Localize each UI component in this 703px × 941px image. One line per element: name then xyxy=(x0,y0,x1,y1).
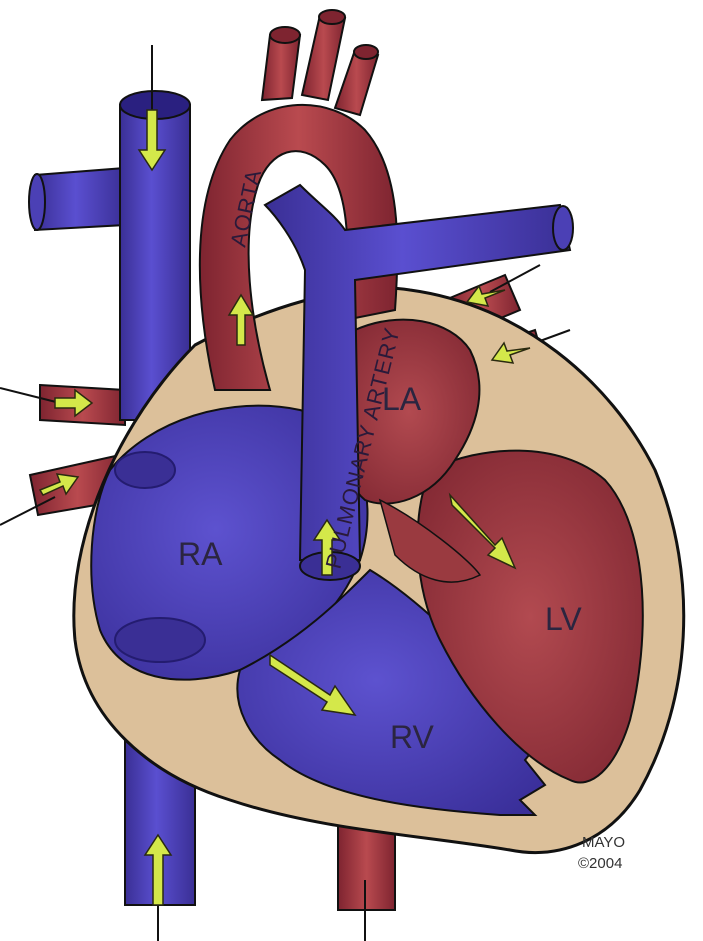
pulm-vein-arrow-2 xyxy=(38,473,80,496)
ivc-flow-arrow xyxy=(143,833,173,906)
pulm-artery-flow-arrow xyxy=(312,518,342,576)
la-label: LA xyxy=(382,381,422,417)
svc-flow-arrow xyxy=(137,109,167,172)
svc-opening xyxy=(114,451,176,489)
superior-vena-cava xyxy=(28,45,191,421)
credit-line-1: MAYO xyxy=(582,834,625,851)
ra-label: RA xyxy=(178,536,223,572)
pulm-vein-arrow-1 xyxy=(54,388,94,418)
rv-label: RV xyxy=(390,719,435,755)
ivc-opening xyxy=(114,617,206,663)
pulmonary-artery xyxy=(263,183,574,581)
left-ventricle xyxy=(416,449,644,784)
pulm-vein-arrow-3 xyxy=(465,284,506,307)
flow-arrows xyxy=(38,109,531,906)
credit-line-2: ©2004 xyxy=(578,855,622,872)
pulm-vein-arrow-4 xyxy=(490,341,531,364)
right-ventricle xyxy=(236,568,547,816)
lv-label: LV xyxy=(545,601,582,637)
mitral-flow-arrow xyxy=(448,492,517,570)
mitral-valve xyxy=(378,498,482,583)
aorta-flow-arrow xyxy=(227,293,255,346)
tricuspid-flow-arrow xyxy=(269,653,357,717)
